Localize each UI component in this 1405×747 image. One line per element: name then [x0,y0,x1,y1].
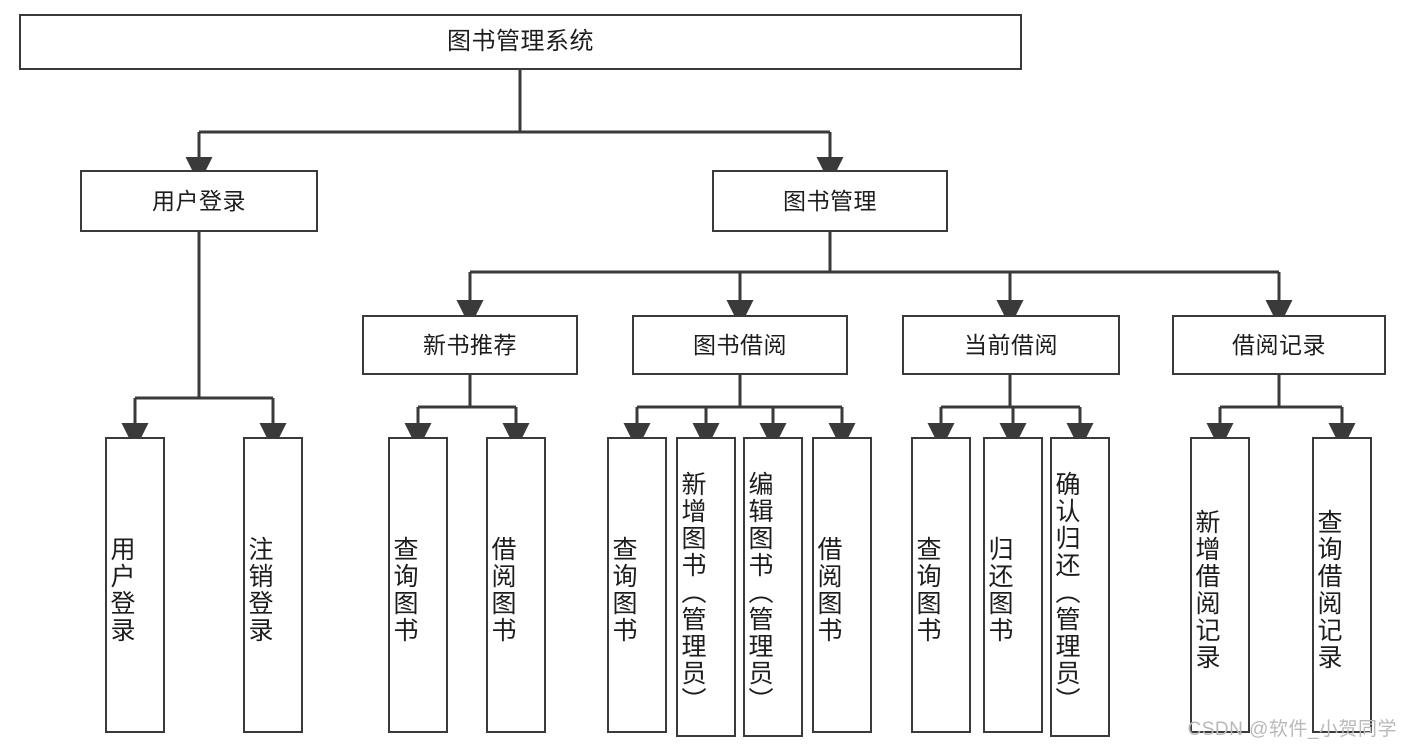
node-level2-2[interactable]: 图书管理 [712,170,948,232]
node-leaf-12-label: 新增借阅记录 [1192,509,1220,671]
node-leaf-13-label: 查询借阅记录 [1314,509,1342,671]
node-leaf-11[interactable]: 确认归还（管理员） [1050,437,1110,737]
node-leaf-11-label: 确认归还（管理员） [1052,470,1080,714]
node-leaf-1-label: 用户登录 [107,536,135,644]
node-level3-4[interactable]: 借阅记录 [1172,315,1386,375]
node-leaf-3[interactable]: 查询图书 [388,437,448,733]
node-root[interactable]: 图书管理系统 [19,14,1022,70]
node-leaf-5[interactable]: 查询图书 [607,437,667,733]
node-leaf-10[interactable]: 归还图书 [983,437,1043,733]
node-leaf-9[interactable]: 查询图书 [911,437,971,733]
node-leaf-6-label: 新增图书（管理员） [678,470,706,714]
node-leaf-8-label: 借阅图书 [814,536,842,644]
node-leaf-4[interactable]: 借阅图书 [486,437,546,733]
node-leaf-4-label: 借阅图书 [488,536,516,644]
node-leaf-8[interactable]: 借阅图书 [812,437,872,733]
node-root-label: 图书管理系统 [447,28,594,55]
node-level3-4-label: 借阅记录 [1232,331,1326,358]
node-leaf-13[interactable]: 查询借阅记录 [1312,437,1372,733]
watermark: CSDN @软件_小贺同学 [1187,719,1397,740]
node-leaf-1[interactable]: 用户登录 [105,437,165,733]
node-level2-1-label: 用户登录 [152,187,246,214]
node-level3-2[interactable]: 图书借阅 [632,315,848,375]
node-level3-1[interactable]: 新书推荐 [362,315,578,375]
node-leaf-9-label: 查询图书 [913,536,941,644]
node-level3-3-label: 当前借阅 [964,331,1058,358]
node-leaf-12[interactable]: 新增借阅记录 [1190,437,1250,733]
node-leaf-7-label: 编辑图书（管理员） [745,470,773,714]
node-leaf-6[interactable]: 新增图书（管理员） [676,437,736,737]
node-level3-3[interactable]: 当前借阅 [902,315,1120,375]
node-leaf-3-label: 查询图书 [390,536,418,644]
node-leaf-2[interactable]: 注销登录 [243,437,303,733]
node-level3-2-label: 图书借阅 [693,331,787,358]
node-level3-1-label: 新书推荐 [423,331,517,358]
node-leaf-10-label: 归还图书 [985,536,1013,644]
node-leaf-7[interactable]: 编辑图书（管理员） [743,437,803,737]
node-level2-2-label: 图书管理 [783,187,877,214]
node-leaf-2-label: 注销登录 [245,536,273,644]
node-level2-1[interactable]: 用户登录 [80,170,318,232]
node-leaf-5-label: 查询图书 [609,536,637,644]
